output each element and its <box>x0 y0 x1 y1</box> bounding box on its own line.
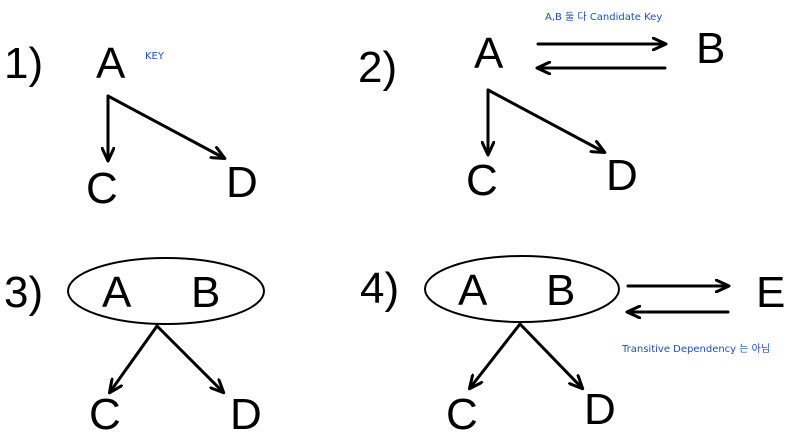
diagram-3-node-b: B <box>191 268 220 317</box>
diagram-3-number: 3) <box>4 268 43 317</box>
arrow-a-to-d <box>106 94 224 158</box>
diagram-1: 1) A KEY C D <box>4 39 258 213</box>
diagram-2-node-b: B <box>696 24 725 73</box>
composite-key-ellipse <box>424 255 620 323</box>
diagram-2-node-d: D <box>606 151 638 200</box>
diagram-2-number: 2) <box>358 43 397 92</box>
diagram-4-node-a: A <box>458 266 488 315</box>
arrow-ab-to-c <box>470 322 522 388</box>
diagram-4-node-c: C <box>446 390 478 436</box>
diagram-1-key-annotation: KEY <box>145 51 165 62</box>
diagram-4: 4) A B E Transitive Dependency 는 아님 C D <box>360 255 785 436</box>
diagram-4-node-b: B <box>546 266 575 315</box>
diagram-1-node-d: D <box>226 158 258 207</box>
arrow-a-to-d <box>486 88 604 152</box>
diagram-2-node-c: C <box>466 156 498 205</box>
diagram-2-node-a: A <box>474 29 504 78</box>
diagram-1-node-c: C <box>86 164 118 213</box>
diagram-3: 3) A B C D <box>4 257 265 436</box>
diagram-4-node-e: E <box>756 268 785 317</box>
composite-key-ellipse <box>67 257 265 325</box>
diagram-2: 2) A B A,B 둘 다 Candidate Key C D <box>358 11 725 205</box>
diagram-2-candidate-key-annotation: A,B 둘 다 Candidate Key <box>545 11 662 23</box>
diagram-4-transitive-annotation: Transitive Dependency 는 아님 <box>621 343 770 355</box>
diagram-4-number: 4) <box>360 264 399 313</box>
diagram-3-node-d: D <box>230 390 262 436</box>
diagram-3-node-c: C <box>89 390 121 436</box>
arrow-ab-to-d <box>518 322 582 388</box>
arrow-ab-to-c <box>110 324 159 392</box>
diagram-3-node-a: A <box>102 268 132 317</box>
diagram-1-number: 1) <box>4 39 43 88</box>
diagram-4-node-d: D <box>584 385 616 434</box>
arrow-ab-to-d <box>155 324 223 392</box>
diagram-1-node-a: A <box>96 39 126 88</box>
